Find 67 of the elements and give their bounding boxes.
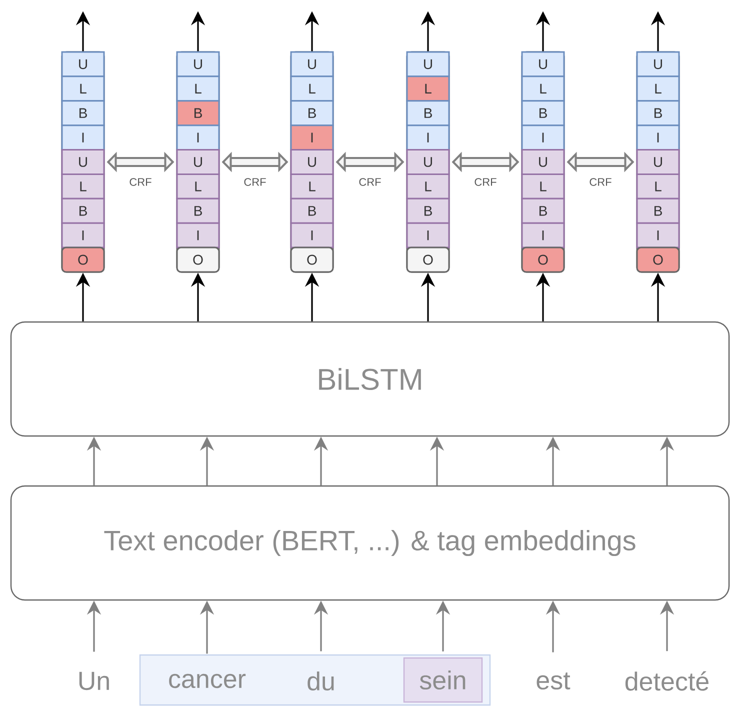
tag-cell: O	[176, 246, 220, 273]
tag-cell: I	[521, 124, 565, 151]
tag-cell: I	[290, 222, 334, 248]
layer-box: Text encoder (BERT, ...) & tag embeddings	[10, 485, 730, 601]
tag-cell: L	[636, 76, 680, 102]
edge-label: CRF	[244, 178, 266, 186]
tag-cell: B	[521, 100, 565, 126]
tag-cell: I	[521, 222, 565, 248]
tag-cell: I	[406, 222, 450, 248]
tag-cell: B	[290, 198, 334, 224]
tag-cell: L	[290, 76, 334, 102]
edge-label: CRF	[590, 178, 612, 186]
tag-cell: B	[406, 100, 450, 126]
tag-cell: I	[406, 124, 450, 151]
tag-cell: B	[406, 198, 450, 224]
tag-cell: L	[521, 173, 565, 200]
tag-cell: U	[176, 149, 220, 175]
tag-cell: I	[176, 222, 220, 248]
tag-cell: L	[61, 173, 105, 200]
tag-cell: I	[636, 222, 680, 248]
tag-cell: O	[521, 246, 565, 273]
tag-cell: B	[61, 198, 105, 224]
tag-cell: B	[636, 198, 680, 224]
word: est	[536, 672, 570, 690]
tag-cell: L	[176, 76, 220, 102]
tag-cell: I	[61, 124, 105, 151]
tag-cell: I	[290, 124, 334, 151]
tag-cell: O	[636, 246, 680, 273]
tag-cell: L	[406, 173, 450, 200]
tag-cell: L	[521, 76, 565, 102]
tag-cell: I	[636, 124, 680, 151]
tag-cell: O	[406, 246, 450, 273]
tag-cell: U	[406, 51, 450, 78]
tag-cell: B	[290, 100, 334, 126]
word: detecté	[625, 671, 708, 691]
tag-cell: U	[176, 51, 220, 78]
tag-cell: U	[290, 149, 334, 175]
tag-cell: L	[176, 173, 220, 200]
tag-cell: L	[61, 76, 105, 102]
tag-cell: U	[521, 51, 565, 78]
word: cancer	[169, 674, 246, 688]
tag-cell: U	[521, 149, 565, 175]
layer-box: BiLSTM	[10, 321, 730, 437]
tag-cell: U	[61, 149, 105, 175]
tag-cell: I	[61, 222, 105, 248]
tag-cell: B	[176, 100, 220, 126]
tag-cell: L	[636, 173, 680, 200]
word: du	[308, 671, 334, 691]
tag-cell: L	[290, 173, 334, 200]
tag-cell: B	[61, 100, 105, 126]
highlighted-word: sein	[403, 657, 483, 703]
word: Un	[79, 672, 109, 690]
edge-label: CRF	[359, 178, 381, 186]
tag-cell: U	[636, 149, 680, 175]
tag-cell: I	[176, 124, 220, 151]
tag-cell: U	[406, 149, 450, 175]
tag-cell: B	[176, 198, 220, 224]
tag-cell: L	[406, 76, 450, 102]
tag-cell: O	[61, 246, 105, 273]
tag-cell: U	[636, 51, 680, 78]
tag-cell: B	[521, 198, 565, 224]
edge-label: CRF	[474, 178, 496, 186]
tag-cell: O	[290, 246, 334, 273]
tag-cell: U	[61, 51, 105, 78]
tag-cell: B	[636, 100, 680, 126]
tag-cell: U	[290, 51, 334, 78]
edge-label: CRF	[130, 178, 152, 186]
